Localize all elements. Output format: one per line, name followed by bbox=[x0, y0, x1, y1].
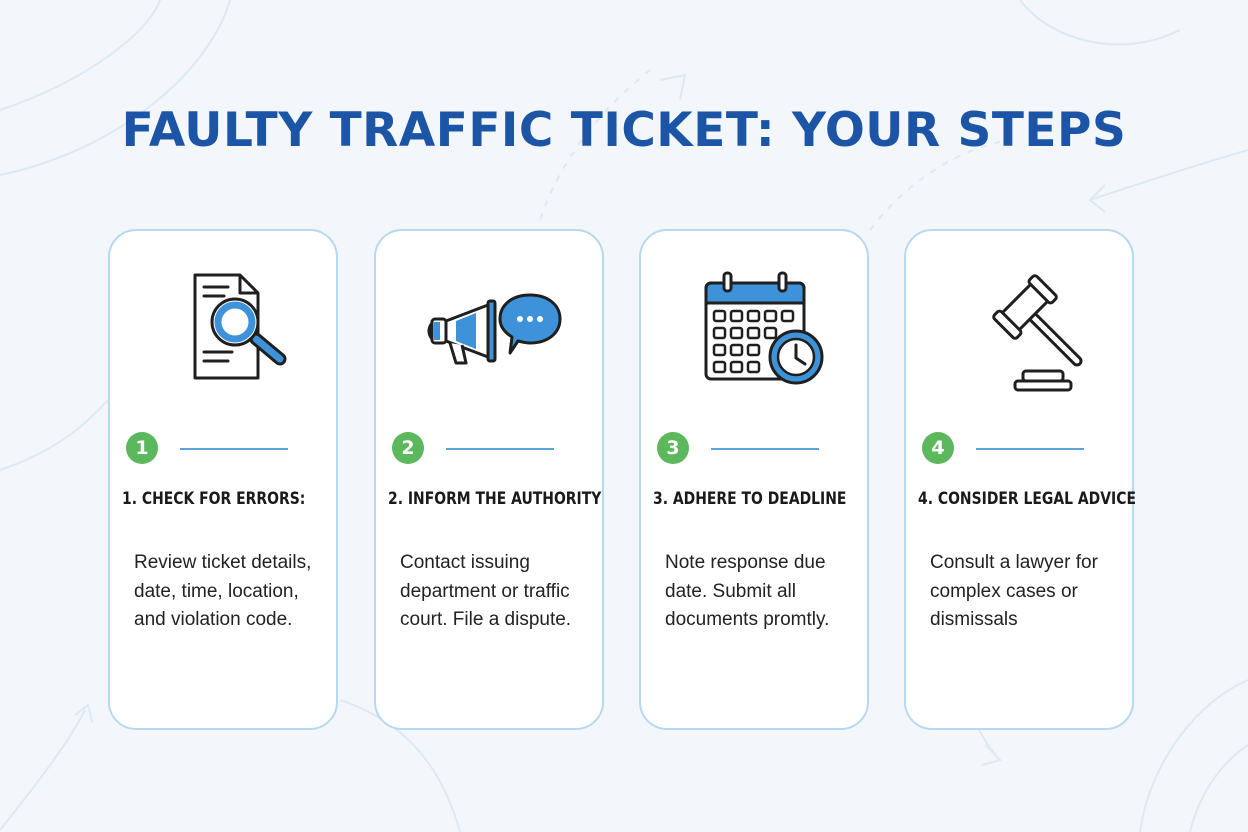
step-number-badge: 2 bbox=[392, 432, 424, 464]
step-title: 3. ADHERE TO DEADLINE bbox=[653, 489, 847, 509]
divider-line bbox=[180, 448, 288, 450]
step-number-badge: 4 bbox=[922, 432, 954, 464]
gavel-icon bbox=[906, 265, 1132, 395]
divider-line bbox=[446, 448, 554, 450]
step-description: Contact issuing department or traffic co… bbox=[400, 552, 572, 630]
step-card-2: 2 2. INFORM THE AUTHORITY Contact issuin… bbox=[374, 229, 604, 730]
step-number-badge: 3 bbox=[657, 432, 689, 464]
step-number-badge: 1 bbox=[126, 432, 158, 464]
page-title: FAULTY TRAFFIC TICKET: YOUR STEPS bbox=[121, 103, 1127, 158]
step-card-1: 1 1. CHECK FOR ERRORS: Review ticket det… bbox=[108, 229, 338, 730]
step-title: 1. CHECK FOR ERRORS: bbox=[122, 489, 306, 509]
megaphone-chat-icon bbox=[376, 265, 602, 395]
step-title: 4. CONSIDER LEGAL ADVICE bbox=[918, 489, 1136, 509]
divider-line bbox=[976, 448, 1084, 450]
divider-line bbox=[711, 448, 819, 450]
step-card-4: 4 4. CONSIDER LEGAL ADVICE Consult a law… bbox=[904, 229, 1136, 730]
calendar-clock-icon bbox=[641, 265, 867, 395]
step-description: Note response due date. Submit all docum… bbox=[665, 552, 830, 630]
step-title: 2. INFORM THE AUTHORITY bbox=[388, 489, 602, 509]
document-magnifier-icon bbox=[110, 265, 336, 395]
step-description: Review ticket details, date, time, locat… bbox=[134, 552, 312, 630]
step-description: Consult a lawyer for complex cases or di… bbox=[930, 552, 1098, 630]
step-card-3: 3 3. ADHERE TO DEADLINE Note response du… bbox=[639, 229, 869, 730]
